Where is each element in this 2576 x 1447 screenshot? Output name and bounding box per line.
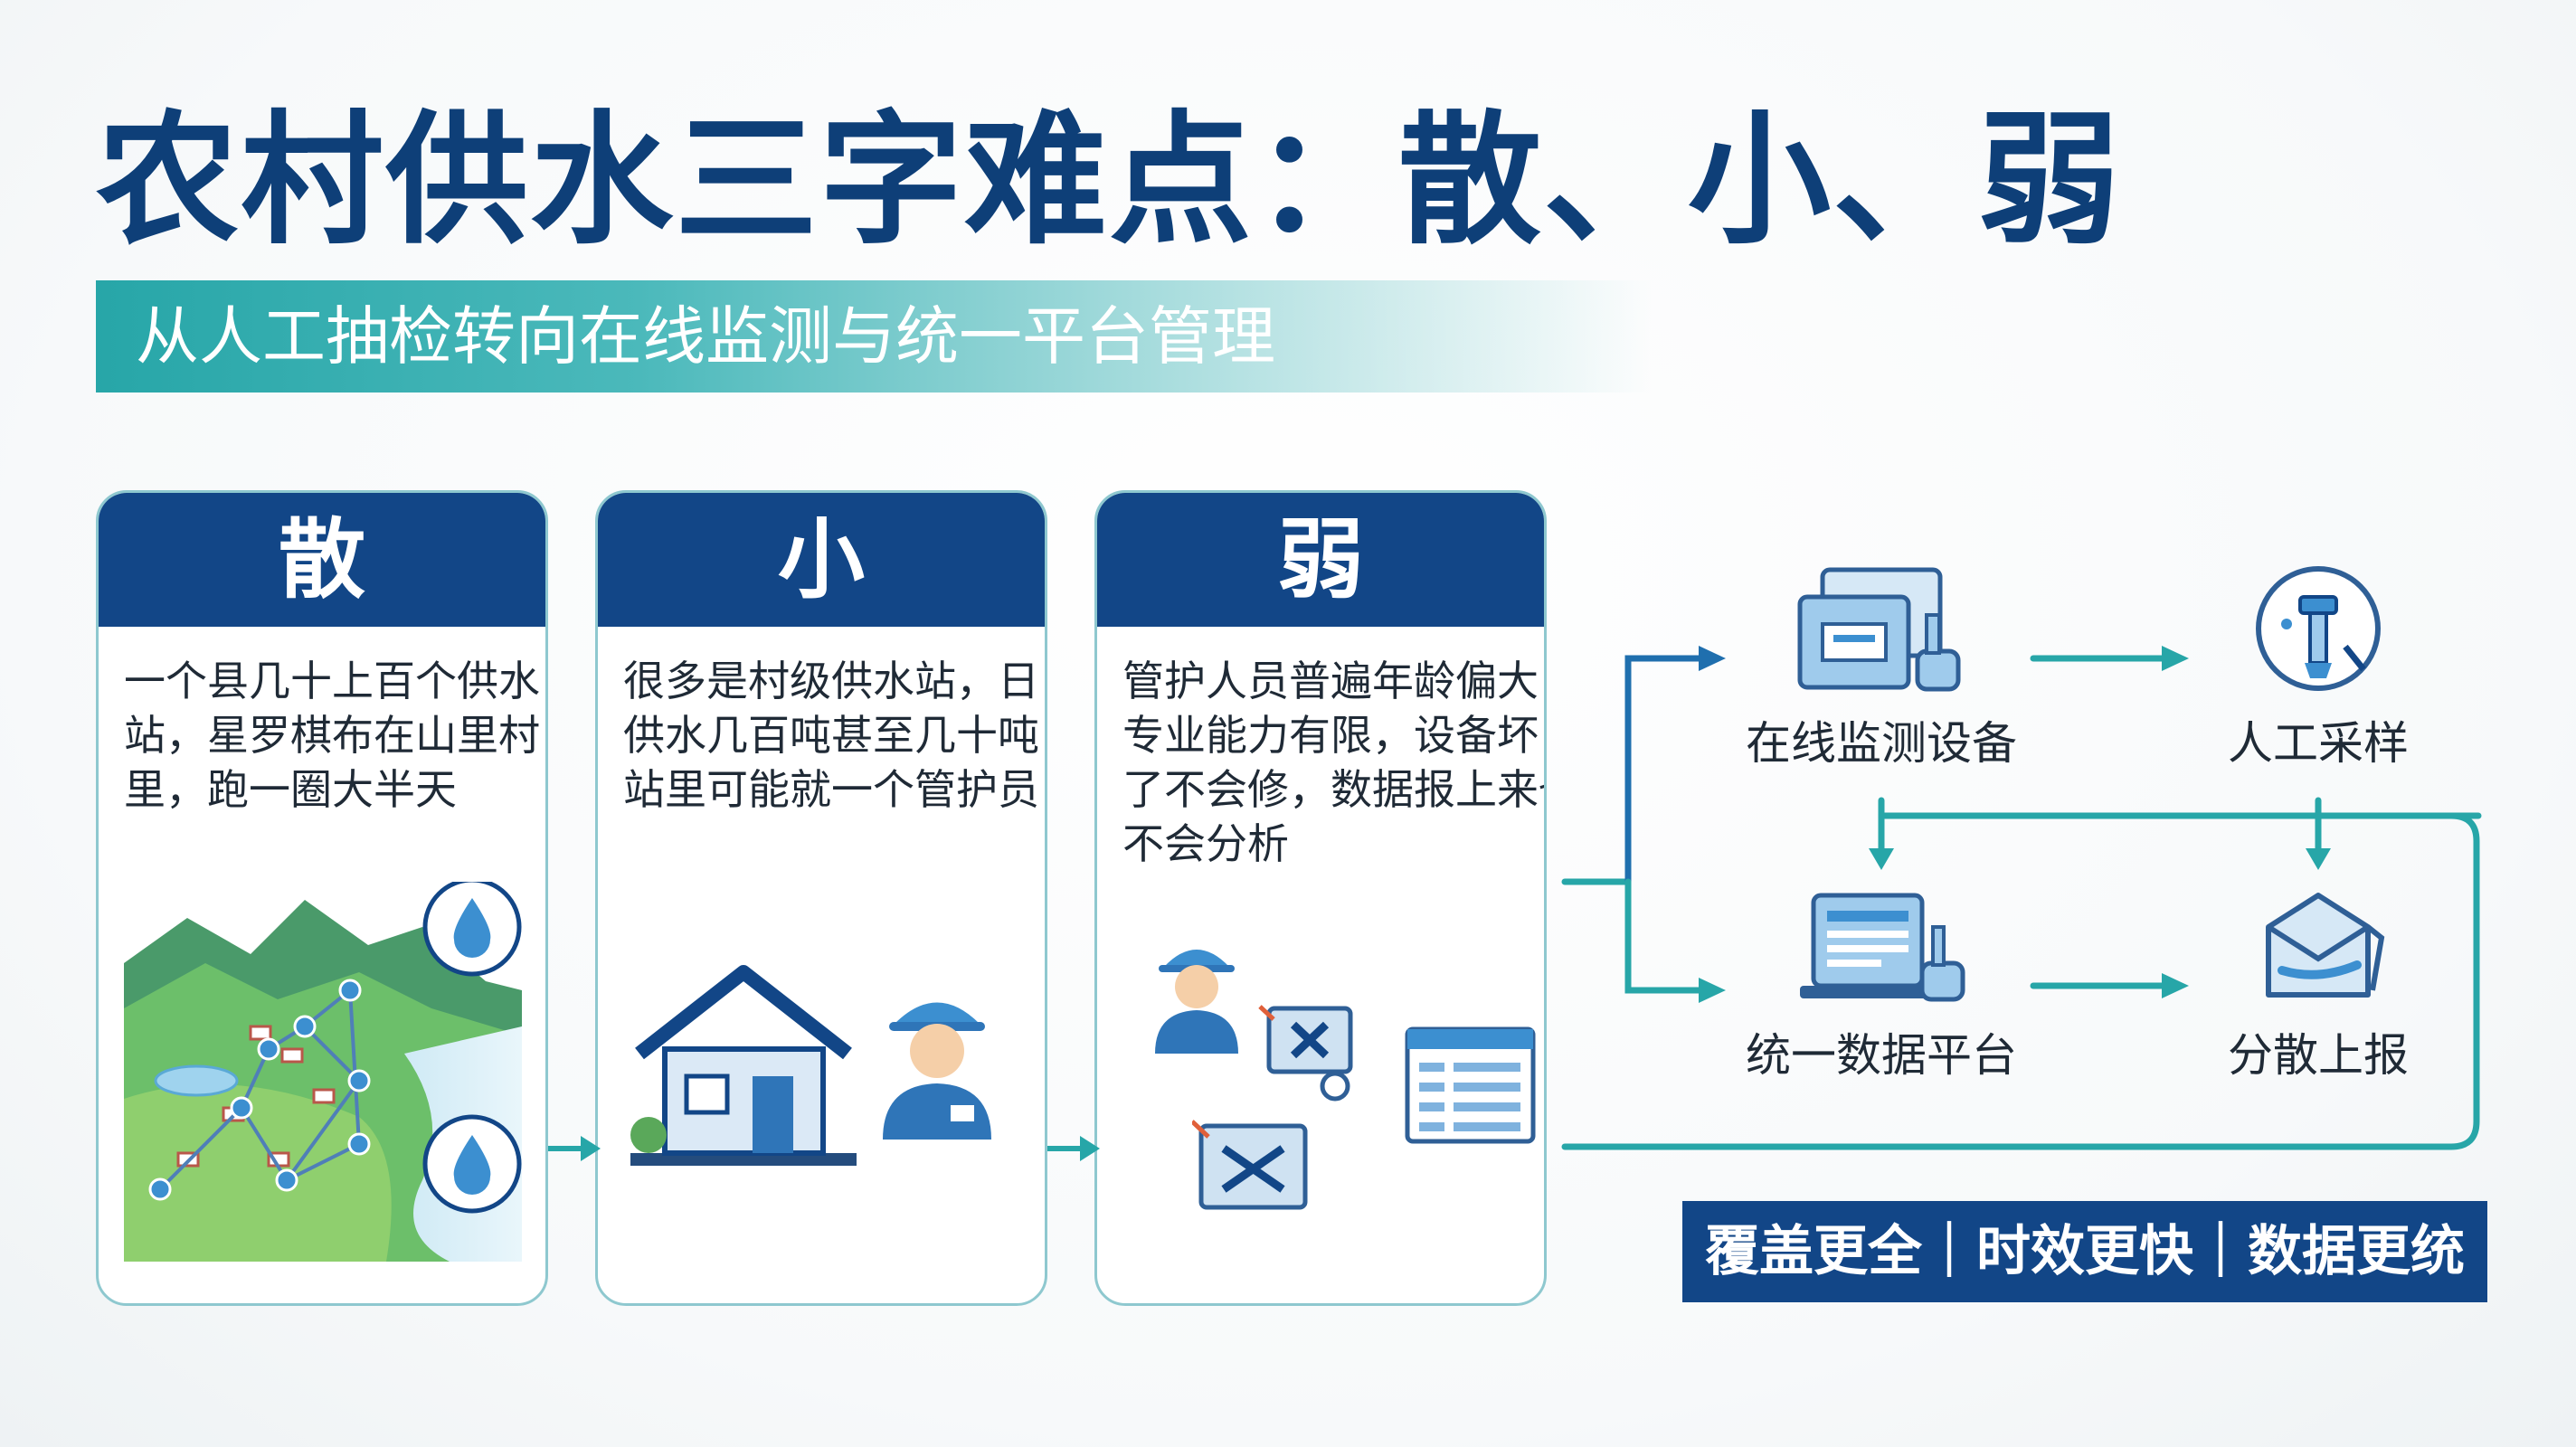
card-weak: 弱 管护人员普遍年龄偏大， 专业能力有限，设备坏 了不会修，数据报上来也 不会分… (1094, 490, 1547, 1306)
subtitle-banner: 从人工抽检转向在线监测与统一平台管理 (96, 280, 1652, 392)
node-scattered-report: 分散上报 (2183, 891, 2454, 1084)
card-description: 管护人员普遍年龄偏大， 专业能力有限，设备坏 了不会修，数据报上来也 不会分析 (1097, 654, 1544, 871)
card-line: 不会分析 (1122, 819, 1289, 868)
data-report-sheet-icon (1405, 1026, 1536, 1144)
elderly-worker-icon (1155, 950, 1238, 1054)
card-line: 专业能力有限，设备坏 (1122, 711, 1539, 760)
card-small: 小 很多是村级供水站，日 供水几百吨甚至几十吨， 站里可能就一个管护员 (595, 490, 1047, 1306)
caretaker-worker-icon (883, 1002, 991, 1140)
mountain-village-map-icon (124, 882, 522, 1262)
arrow-card2-to-card3 (1047, 1136, 1100, 1161)
card-heading: 小 (598, 493, 1045, 627)
node-unified-platform: 统一数据平台 (1746, 891, 2017, 1084)
broken-equipment-icon (1192, 1005, 1353, 1210)
node-label: 在线监测设备 (1746, 717, 2017, 770)
card-description: 一个县几十上百个供水 站，星罗棋布在山里村 里，跑一圈大半天 (99, 654, 545, 817)
node-label: 分散上报 (2228, 1029, 2409, 1082)
summary-banner: 覆盖更全｜时效更快｜数据更统 (1682, 1201, 2487, 1302)
card-line: 站里可能就一个管护员 (623, 765, 1039, 814)
water-station-house-icon (630, 965, 857, 1166)
arrow-card1-to-card2 (548, 1136, 601, 1161)
card-line: 一个县几十上百个供水 (124, 657, 540, 705)
subtitle-text: 从人工抽检转向在线监测与统一平台管理 (136, 299, 1275, 374)
card-heading: 散 (99, 493, 545, 627)
card-line: 很多是村级供水站，日 (623, 657, 1039, 705)
scattered-report-icon (2266, 893, 2385, 998)
water-drop-icon (422, 1114, 522, 1214)
card-scattered: 散 一个县几十上百个供水 站，星罗棋布在山里村 里，跑一圈大半天 (96, 490, 548, 1306)
card-line: 了不会修，数据报上来也 (1122, 765, 1547, 814)
water-drop-icon (422, 882, 522, 977)
node-manual-sampling: 人工采样 (2183, 561, 2454, 772)
card-line: 管护人员普遍年龄偏大， (1122, 657, 1547, 705)
card-description: 很多是村级供水站，日 供水几百吨甚至几十吨， 站里可能就一个管护员 (598, 654, 1045, 817)
node-label: 统一数据平台 (1746, 1029, 2017, 1082)
card-line: 供水几百吨甚至几十吨， (623, 711, 1047, 760)
data-platform-icon (1800, 893, 1965, 1002)
page-title: 农村供水三字难点：散、小、弱 (96, 98, 2122, 264)
node-online-monitoring: 在线监测设备 (1746, 561, 2017, 772)
node-label: 人工采样 (2228, 717, 2409, 770)
card-line: 里，跑一圈大半天 (124, 765, 457, 814)
card-line: 站，星罗棋布在山里村 (124, 711, 540, 760)
monitoring-device-icon (1797, 567, 1961, 692)
manual-sampling-icon (2256, 566, 2381, 691)
card-heading: 弱 (1097, 493, 1544, 627)
